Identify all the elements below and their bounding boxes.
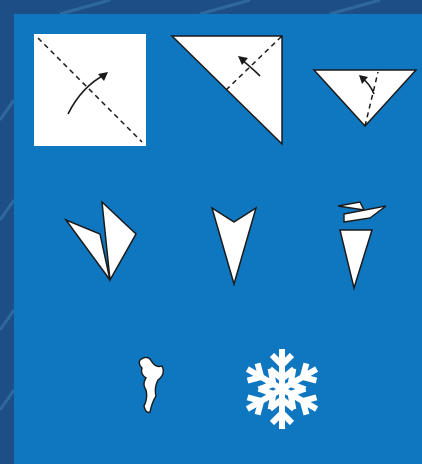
step-6-cut-wedge (334, 200, 390, 290)
step-4-folded-wedge (64, 200, 138, 284)
snowflake-icon (240, 344, 324, 434)
step-2-folded-triangle (170, 34, 284, 146)
step-5-narrow-wedge (210, 206, 258, 286)
step-3-folded-smaller-triangle (312, 68, 420, 130)
step-1-square-paper (34, 34, 146, 146)
step-7-cut-piece (134, 354, 168, 416)
